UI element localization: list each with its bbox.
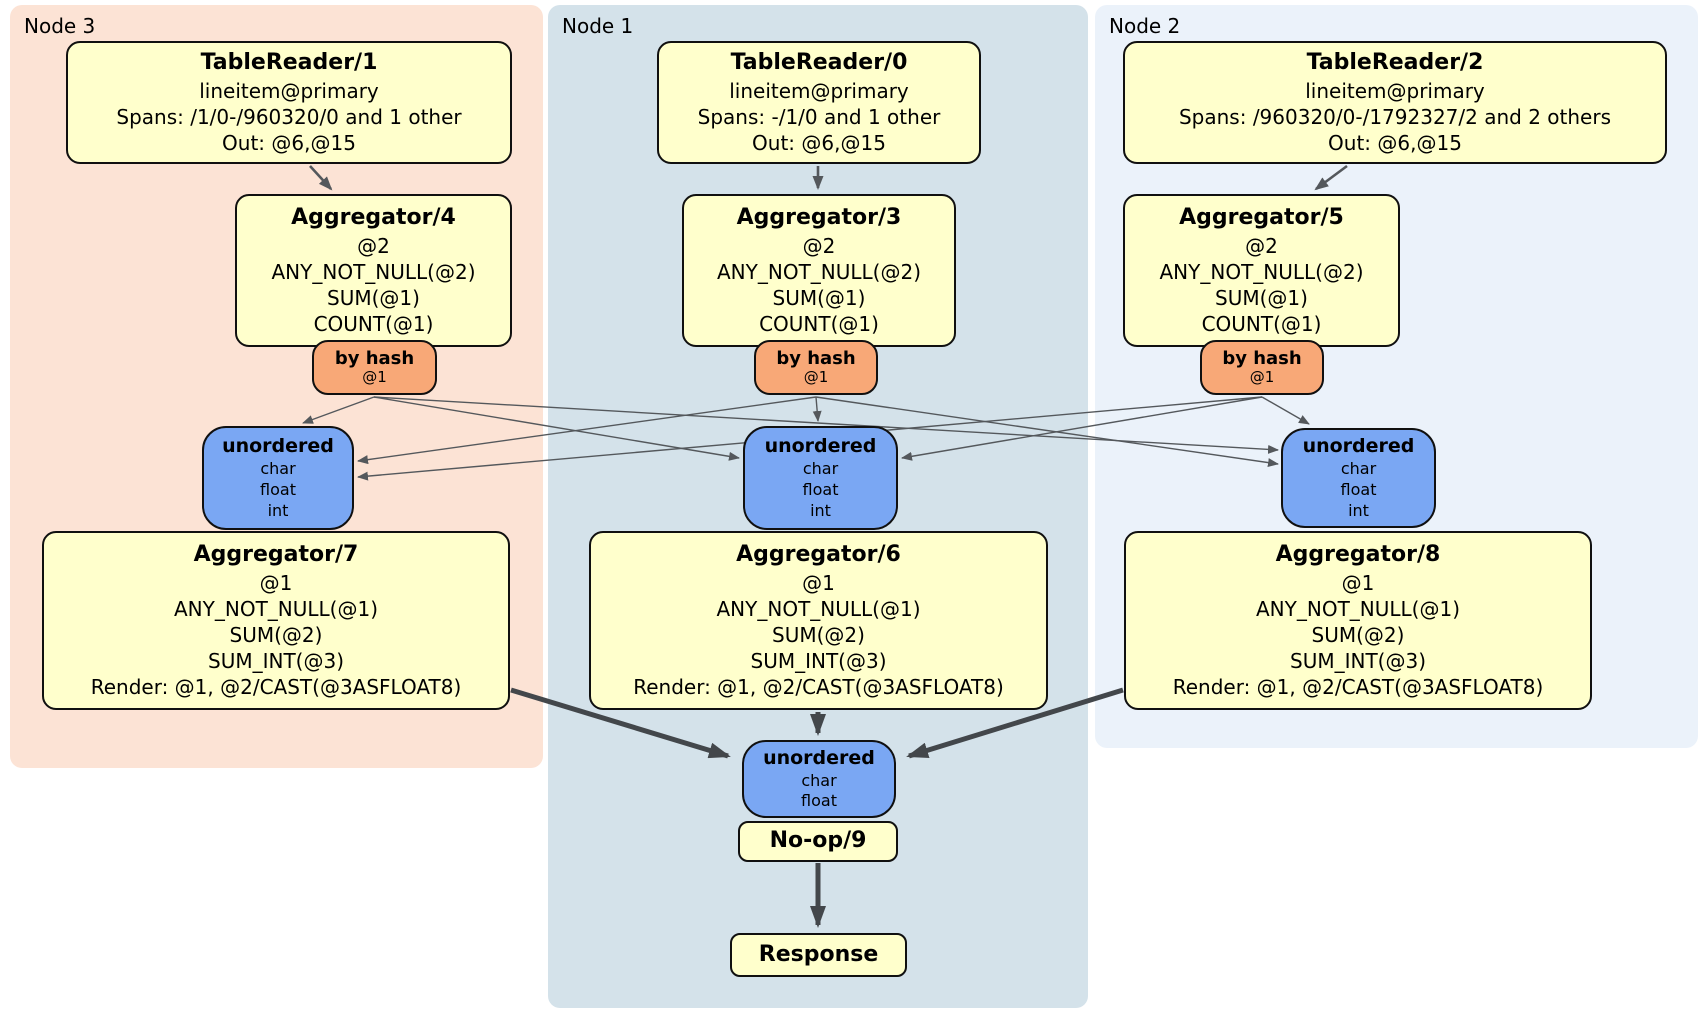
processor-title: Aggregator/8: [1275, 542, 1441, 568]
processor-line: @2: [1245, 233, 1278, 258]
processor-title: TableReader/0: [730, 50, 908, 76]
router-by-hash-right: by hash @1: [1200, 340, 1324, 395]
edge-final-streams: [510, 687, 1124, 928]
processor-line: ANY_NOT_NULL(@1): [174, 596, 378, 621]
processor-title: Aggregator/3: [736, 205, 902, 231]
processor-title: Aggregator/4: [291, 205, 456, 231]
sync-title: unordered: [1302, 435, 1415, 458]
router-detail: @1: [1249, 368, 1275, 387]
sync-title: unordered: [763, 746, 875, 769]
processor-line: Render: @1, @2/CAST(@3ASFLOAT8): [90, 674, 462, 699]
processor-line: @1: [802, 570, 835, 595]
node-group-label-node2: Node 2: [1109, 14, 1181, 38]
sync-line: char: [802, 459, 839, 479]
processor-line: @1: [259, 570, 293, 595]
sync-unordered-final: unordered char float: [742, 740, 896, 818]
processor-line: SUM_INT(@3): [1290, 648, 1426, 673]
processor-title: Aggregator/7: [193, 542, 359, 568]
processor-aggregator-7: Aggregator/7 @1 ANY_NOT_NULL(@1) SUM(@2)…: [42, 531, 510, 710]
processor-line: COUNT(@1): [759, 311, 879, 336]
processor-line: SUM(@1): [327, 285, 420, 310]
sync-unordered-center: unordered char float int: [743, 426, 898, 530]
processor-line: SUM(@1): [1215, 285, 1308, 310]
processor-title: TableReader/1: [200, 50, 378, 76]
sync-line: char: [1340, 459, 1377, 479]
processor-line: ANY_NOT_NULL(@1): [716, 596, 921, 621]
processor-line: Out: @6,@15: [752, 130, 886, 155]
processor-aggregator-5: Aggregator/5 @2 ANY_NOT_NULL(@2) SUM(@1)…: [1123, 194, 1400, 347]
processor-line: ANY_NOT_NULL(@1): [1256, 596, 1460, 621]
processor-line: SUM(@2): [1311, 622, 1405, 647]
router-title: by hash: [776, 347, 856, 369]
processor-line: Spans: /1/0-/960320/0 and 1 other: [116, 104, 462, 129]
processor-line: ANY_NOT_NULL(@2): [1159, 259, 1364, 284]
sync-line: int: [267, 500, 289, 520]
processor-title: No-op/9: [769, 828, 867, 854]
processor-aggregator-6: Aggregator/6 @1 ANY_NOT_NULL(@1) SUM(@2)…: [589, 531, 1048, 710]
sync-line: int: [1348, 500, 1369, 520]
router-title: by hash: [334, 347, 415, 369]
processor-line: SUM(@2): [772, 622, 865, 647]
processor-aggregator-8: Aggregator/8 @1 ANY_NOT_NULL(@1) SUM(@2)…: [1124, 531, 1592, 710]
processor-title: Response: [758, 941, 879, 967]
processor-tablereader-1: TableReader/1 lineitem@primary Spans: /1…: [66, 41, 512, 164]
sync-line: char: [260, 459, 296, 479]
processor-line: Out: @6,@15: [1328, 130, 1462, 155]
processor-noop-9: No-op/9: [738, 821, 898, 862]
node-group-label-node1: Node 1: [562, 14, 634, 38]
node-group-label-node3: Node 3: [24, 14, 96, 38]
processor-title: Aggregator/5: [1179, 205, 1344, 231]
processor-line: @1: [1341, 570, 1375, 595]
processor-tablereader-0: TableReader/0 lineitem@primary Spans: -/…: [657, 41, 981, 164]
sync-title: unordered: [764, 435, 877, 458]
processor-line: SUM(@2): [229, 622, 323, 647]
processor-response: Response: [730, 933, 907, 977]
processor-line: Out: @6,@15: [222, 130, 356, 155]
processor-line: Render: @1, @2/CAST(@3ASFLOAT8): [1172, 674, 1544, 699]
processor-line: SUM_INT(@3): [208, 648, 344, 673]
sync-line: float: [1340, 479, 1377, 499]
processor-line: COUNT(@1): [1201, 311, 1322, 336]
router-by-hash-left: by hash @1: [312, 340, 437, 395]
router-detail: @1: [803, 368, 829, 387]
processor-aggregator-4: Aggregator/4 @2 ANY_NOT_NULL(@2) SUM(@1)…: [235, 194, 512, 347]
processor-line: SUM_INT(@3): [750, 648, 887, 673]
sync-line: char: [801, 770, 837, 790]
router-title: by hash: [1222, 347, 1302, 369]
sync-unordered-right: unordered char float int: [1281, 428, 1436, 528]
processor-title: TableReader/2: [1306, 50, 1484, 76]
processor-line: @2: [802, 233, 836, 258]
router-detail: @1: [362, 368, 387, 387]
sync-line: float: [801, 791, 837, 811]
processor-line: ANY_NOT_NULL(@2): [717, 259, 921, 284]
sync-unordered-left: unordered char float int: [202, 426, 354, 530]
processor-line: lineitem@primary: [729, 78, 909, 103]
processor-line: Spans: -/1/0 and 1 other: [697, 104, 941, 129]
processor-line: lineitem@primary: [199, 78, 379, 103]
processor-line: Spans: /960320/0-/1792327/2 and 2 others: [1178, 104, 1611, 129]
processor-line: Render: @1, @2/CAST(@3ASFLOAT8): [633, 674, 1004, 699]
processor-line: ANY_NOT_NULL(@2): [271, 259, 476, 284]
sync-line: int: [810, 500, 831, 520]
edge-tablereader-to-aggregator: [309, 164, 1348, 191]
processor-line: SUM(@1): [772, 285, 866, 310]
router-by-hash-center: by hash @1: [754, 340, 878, 395]
processor-aggregator-3: Aggregator/3 @2 ANY_NOT_NULL(@2) SUM(@1)…: [682, 194, 956, 347]
processor-title: Aggregator/6: [736, 542, 901, 568]
processor-tablereader-2: TableReader/2 lineitem@primary Spans: /9…: [1123, 41, 1667, 164]
processor-line: lineitem@primary: [1305, 78, 1485, 103]
sync-line: float: [802, 479, 839, 499]
sync-title: unordered: [222, 435, 334, 458]
sync-line: float: [260, 479, 296, 499]
processor-line: COUNT(@1): [313, 311, 434, 336]
processor-line: @2: [357, 233, 390, 258]
